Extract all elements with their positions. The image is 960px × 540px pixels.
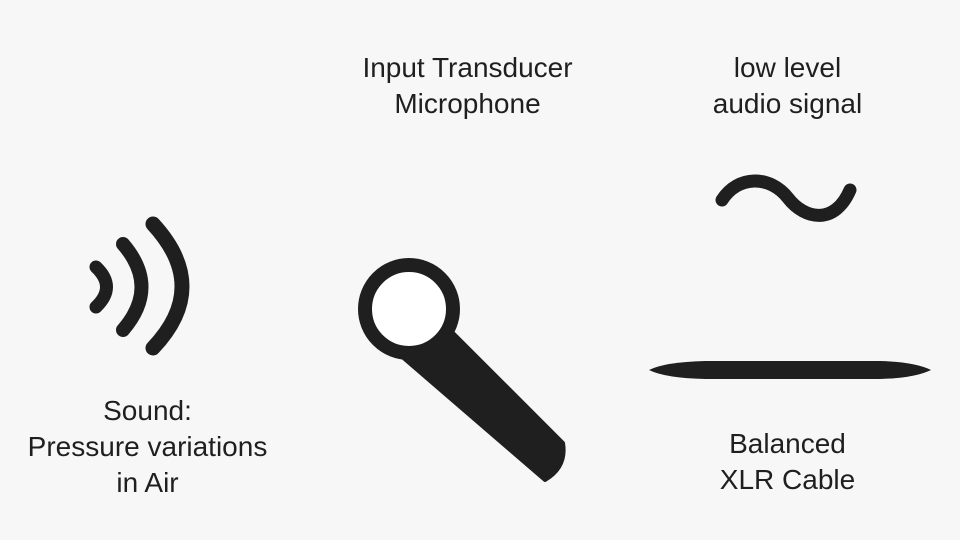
microphone-label-line-1: Input Transducer bbox=[362, 52, 573, 83]
sound-waves-icon bbox=[89, 216, 190, 356]
sound-label: Sound: Pressure variations in Air bbox=[10, 393, 285, 501]
sound-label-line-1: Sound: bbox=[103, 395, 192, 426]
xlr-cable-icon bbox=[649, 361, 931, 379]
xlr-cable-label-line-2: XLR Cable bbox=[719, 464, 856, 495]
sound-label-line-2: Pressure variations bbox=[27, 431, 268, 462]
microphone-label-line-2: Microphone bbox=[394, 88, 541, 119]
xlr-cable-label: Balanced XLR Cable bbox=[660, 426, 915, 498]
audio-signal-label: low level audio signal bbox=[670, 50, 905, 122]
audio-signal-label-line-1: low level bbox=[733, 52, 842, 83]
microphone-label: Input Transducer Microphone bbox=[330, 50, 605, 122]
sound-label-line-3: in Air bbox=[116, 467, 179, 498]
xlr-cable-label-line-1: Balanced bbox=[729, 428, 846, 459]
microphone-icon bbox=[358, 258, 566, 482]
audio-signal-label-line-2: audio signal bbox=[712, 88, 863, 119]
audio-signal-wave-icon bbox=[715, 174, 857, 222]
